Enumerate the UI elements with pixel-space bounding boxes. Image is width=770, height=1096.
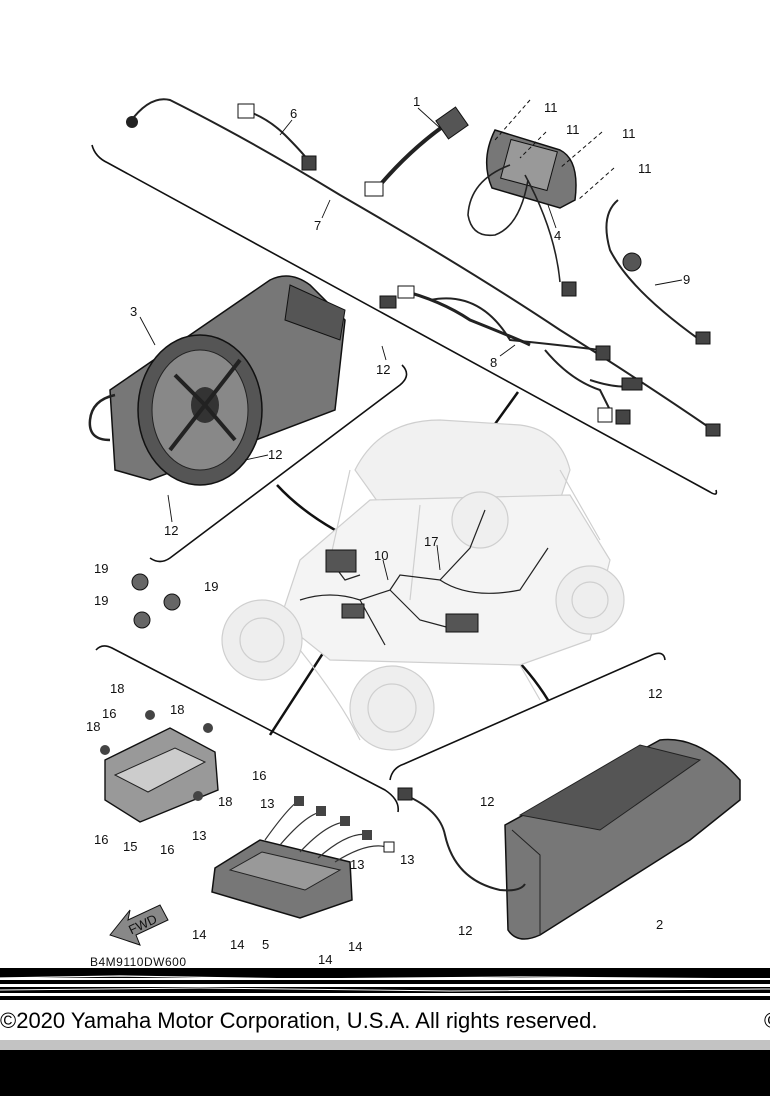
control-unit-5 bbox=[211, 796, 395, 919]
leader-to-vehicle-a bbox=[276, 484, 336, 532]
callout-14c: 14 bbox=[348, 939, 362, 954]
callout-18d: 18 bbox=[218, 794, 232, 809]
callout-5: 5 bbox=[262, 937, 269, 952]
sub-lead-6-connector-a bbox=[237, 103, 255, 119]
callout-4: 4 bbox=[554, 228, 561, 243]
callout-12d: 12 bbox=[648, 686, 662, 701]
callout-19a: 19 bbox=[94, 561, 108, 576]
lead-9 bbox=[605, 199, 701, 341]
callout-14b: 14 bbox=[230, 937, 244, 952]
callout-14d: 14 bbox=[318, 952, 332, 967]
bottom-black-bar bbox=[0, 1050, 770, 1096]
fan-assembly-3 bbox=[88, 275, 346, 486]
callout-19b: 19 bbox=[94, 593, 108, 608]
harness-7-connector bbox=[705, 423, 721, 437]
callout-13d: 13 bbox=[400, 852, 414, 867]
callout-12e: 12 bbox=[480, 794, 494, 809]
callout-6: 6 bbox=[290, 106, 297, 121]
sub-harness-8 bbox=[379, 285, 643, 425]
callout-12f: 12 bbox=[458, 923, 472, 938]
callout-11b: 11 bbox=[566, 122, 580, 137]
harness-7-grommet bbox=[126, 116, 138, 128]
callout-1: 1 bbox=[413, 94, 420, 109]
junction-box-2 bbox=[397, 738, 741, 940]
fwd-arrow-icon: FWD bbox=[109, 904, 169, 946]
callout-17: 17 bbox=[424, 534, 438, 549]
callout-18c: 18 bbox=[170, 702, 184, 717]
callout-16a: 16 bbox=[102, 706, 116, 721]
vehicle-harness bbox=[299, 509, 549, 646]
meter-assembly-4 bbox=[467, 129, 577, 297]
callout-14a: 14 bbox=[192, 927, 206, 942]
callout-leaders bbox=[139, 107, 683, 581]
wire-harness-7 bbox=[129, 98, 711, 429]
callout-8: 8 bbox=[490, 355, 497, 370]
switch-1-connector bbox=[364, 181, 384, 197]
lead-9-connector bbox=[695, 331, 711, 345]
callout-7: 7 bbox=[314, 218, 321, 233]
callout-16c: 16 bbox=[94, 832, 108, 847]
drawing-code: B4M9110DW600 bbox=[90, 955, 187, 969]
divider-fan-panel bbox=[149, 364, 408, 563]
callout-13b: 13 bbox=[192, 828, 206, 843]
callout-10: 10 bbox=[374, 548, 388, 563]
switch-lead-1 bbox=[378, 123, 447, 187]
callout-19c: 19 bbox=[204, 579, 218, 594]
callout-13a: 13 bbox=[260, 796, 274, 811]
copyright-clipped: © bbox=[764, 1008, 770, 1034]
callout-9: 9 bbox=[683, 272, 690, 287]
callout-11d: 11 bbox=[638, 161, 652, 176]
callout-16d: 16 bbox=[160, 842, 174, 857]
callout-12b: 12 bbox=[268, 447, 282, 462]
grommets-19 bbox=[131, 573, 181, 629]
copyright-text: ©2020 Yamaha Motor Corporation, U.S.A. A… bbox=[0, 1008, 598, 1033]
callout-12c: 12 bbox=[164, 523, 178, 538]
vehicle-junction-box bbox=[445, 613, 479, 633]
vehicle-illustration bbox=[221, 419, 625, 751]
callout-3: 3 bbox=[130, 304, 137, 319]
divider-top-panel bbox=[91, 144, 718, 495]
callout-13c: 13 bbox=[350, 857, 364, 872]
callout-18b: 18 bbox=[86, 719, 100, 734]
divider-ecu-panel bbox=[95, 645, 400, 813]
callout-18a: 18 bbox=[110, 681, 124, 696]
sub-lead-6-connector-b bbox=[301, 155, 317, 171]
divider-box-panel bbox=[389, 652, 666, 781]
sub-lead-6 bbox=[249, 111, 309, 161]
callout-11c: 11 bbox=[622, 126, 636, 141]
screw-leaders-11 bbox=[494, 99, 615, 201]
switch-1-body bbox=[435, 106, 469, 140]
scan-noise-bands bbox=[0, 968, 770, 1050]
callout-15: 15 bbox=[123, 839, 137, 854]
ecu-bracket-15 bbox=[100, 710, 219, 823]
vehicle-ecu bbox=[325, 549, 357, 573]
callout-16b: 16 bbox=[252, 768, 266, 783]
fwd-label: FWD bbox=[126, 911, 159, 937]
vehicle-relay bbox=[341, 603, 365, 619]
callout-2: 2 bbox=[656, 917, 663, 932]
lead-9-grommet bbox=[622, 252, 642, 272]
callout-12a: 12 bbox=[376, 362, 390, 377]
callout-11a: 11 bbox=[544, 100, 558, 115]
